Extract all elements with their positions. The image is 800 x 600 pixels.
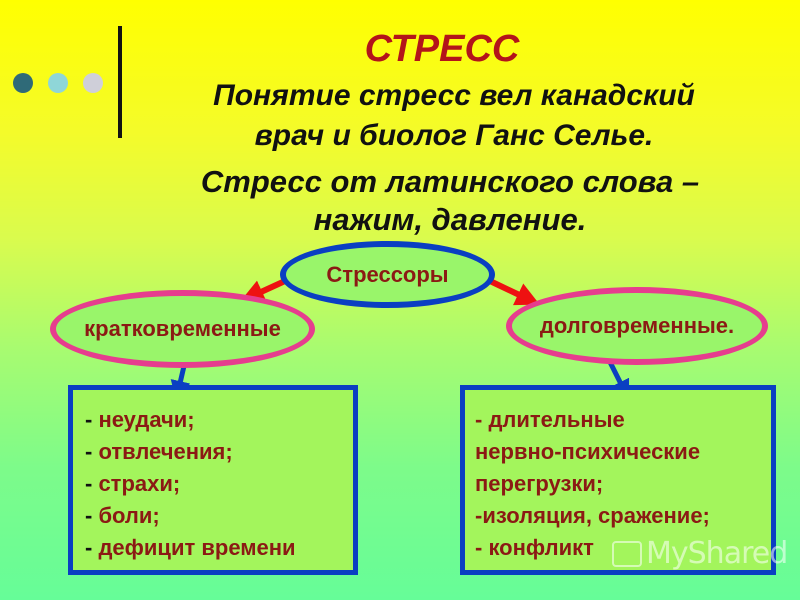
list-item: - неудачи; [85, 407, 195, 432]
intro-line-4: нажим, давление. [313, 202, 587, 237]
short-term-node: кратковременные [50, 290, 315, 368]
long-term-label: долговременные. [539, 313, 735, 338]
list-item: нервно-психические [475, 439, 701, 464]
presentation-board-icon [612, 540, 642, 567]
short-term-list-box: - неудачи; - отвлечения; - страхи; - бол… [68, 385, 358, 575]
list-item: -изоляция, сражение; [475, 503, 710, 528]
list-item: - страхи; [85, 471, 181, 496]
list-item: перегрузки; [475, 471, 604, 496]
dot-light-teal [48, 73, 68, 93]
stressors-node: Стрессоры [280, 241, 495, 308]
intro-line-3: Стресс от латинского слова – [200, 164, 700, 199]
list-item: - боли; [85, 503, 160, 528]
arrow-to-short-term [240, 278, 287, 303]
decorative-dots [13, 73, 103, 93]
watermark: MyShared [612, 536, 788, 571]
intro-line-1: Понятие стресс вел канадский [213, 79, 695, 112]
slide-title: СТРЕСС [364, 28, 520, 70]
arrow-to-long-term [488, 278, 540, 306]
watermark-text: MyShared [646, 536, 788, 571]
stressors-label: Стрессоры [326, 261, 449, 287]
list-item: - конфликт [475, 535, 594, 560]
list-item: - дефицит времени [85, 535, 296, 560]
long-term-node: долговременные. [506, 287, 768, 365]
dot-dark-teal [13, 73, 33, 93]
long-term-list-box: - длительные нервно-психические перегруз… [460, 385, 776, 575]
dot-gray [83, 73, 103, 93]
list-item: - длительные [475, 407, 625, 432]
vertical-divider [118, 26, 122, 138]
intro-line-2: врач и биолог Ганс Селье. [254, 119, 654, 152]
list-item: - отвлечения; [85, 439, 233, 464]
short-term-label: кратковременные [84, 316, 281, 341]
